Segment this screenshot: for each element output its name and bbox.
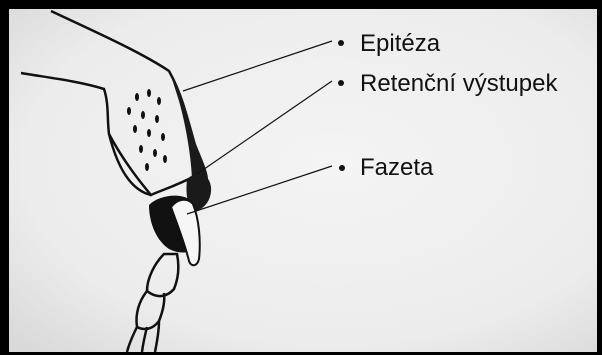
bullet-epiteza bbox=[338, 40, 344, 46]
label-fazeta: Fazeta bbox=[360, 156, 433, 180]
label-retencni-vystupek: Retenční výstupek bbox=[360, 72, 557, 96]
bullet-retencni-vystupek bbox=[338, 80, 344, 86]
anatomy-drawing bbox=[9, 9, 597, 352]
bullet-fazeta bbox=[339, 165, 345, 171]
diagram-figure: Epitéza Retenční výstupek Fazeta bbox=[9, 9, 597, 352]
label-epiteza: Epitéza bbox=[360, 32, 440, 56]
paper-background bbox=[9, 9, 597, 352]
